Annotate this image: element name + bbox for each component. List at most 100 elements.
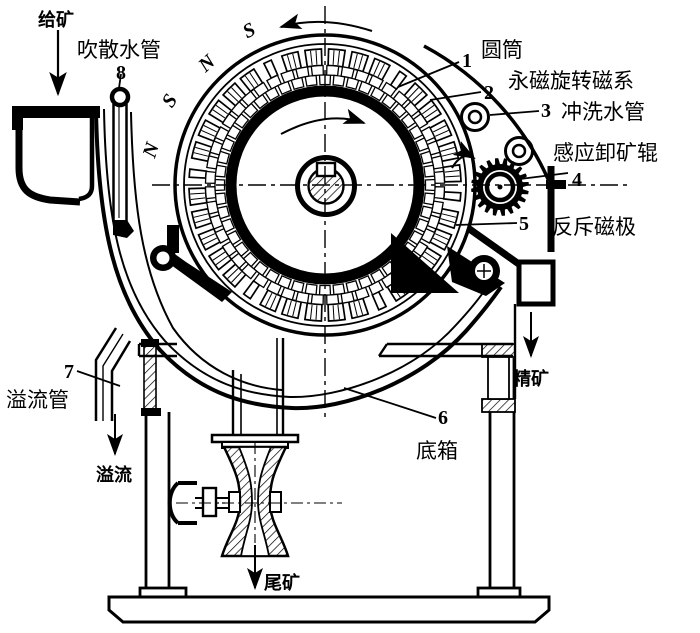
magnet-block: [233, 241, 250, 258]
magnet-hatch-line: [332, 305, 335, 320]
magnet-hatch-line: [231, 271, 242, 283]
wall-centerline-tick: [546, 180, 566, 189]
tailings-label: 尾矿: [264, 572, 300, 593]
magnet-hatch-line: [227, 91, 239, 102]
roller-rotation-arrow: [451, 141, 476, 169]
magnet-block: [214, 164, 227, 178]
magnet-hatch-line: [215, 104, 228, 115]
magnet-hatch-line: [440, 146, 455, 152]
magnet-block: [295, 290, 310, 304]
leader-6: [343, 387, 437, 419]
concentrate-label: 精矿: [513, 368, 549, 389]
magnet-hatch-line: [337, 50, 340, 66]
magnet-hatch-line: [212, 109, 226, 119]
stand: [107, 339, 551, 624]
callout-num-5: 5: [519, 213, 529, 235]
casing-arc: [423, 44, 553, 187]
magnet-hatch-line: [434, 129, 449, 137]
scraper-arm: [167, 252, 232, 302]
hub-ring: [295, 155, 357, 217]
magnet-hatch-line: [358, 300, 364, 315]
flush-pipe-label: 冲洗水管: [561, 100, 645, 124]
leader-7: [76, 370, 121, 387]
callout-num-1: 1: [462, 50, 472, 72]
bottom-box-label: 底箱: [416, 439, 458, 463]
pipe-nozzle: [113, 220, 134, 238]
magnet-block: [226, 230, 242, 246]
valve-handwheel: [167, 481, 197, 525]
magnet-block: [310, 64, 324, 77]
scraper-pivot: [153, 248, 173, 268]
magnet-system-label: 永磁旋转磁系: [508, 69, 634, 93]
cross-member-left: [137, 342, 177, 358]
magnet-block: [423, 192, 436, 206]
tank-outer-wall: [94, 108, 503, 411]
blow-pipe-label: 吹散水管: [77, 38, 161, 62]
hopper-lip: [12, 106, 23, 130]
hopper-left-wall: [15, 128, 81, 206]
magnet-hatch-line: [190, 192, 205, 195]
magnet-hatch-line: [440, 218, 455, 224]
callout-num-8: 8: [116, 62, 126, 84]
magnet-block: [264, 86, 280, 102]
overflow-pipe: [94, 327, 132, 421]
overflow-pipe-label: 溢流管: [6, 388, 69, 412]
pole-letter: N: [194, 49, 221, 77]
magnet-block: [326, 64, 340, 77]
magnet-block: [414, 137, 430, 153]
magnet-block: [423, 164, 436, 178]
magnet-hatch-line: [286, 300, 292, 315]
right-leg-flange: [481, 398, 516, 413]
callout-num-7: 7: [64, 361, 74, 383]
right-side-assembly: [391, 44, 566, 399]
magnet-hatch-line: [195, 146, 210, 152]
pole-letter: S: [158, 90, 183, 111]
magnet-block: [391, 102, 408, 119]
magnet-block: [400, 112, 417, 129]
magnet-hatch-line: [377, 63, 385, 78]
magnet-block: [408, 124, 424, 140]
magnet-block: [188, 187, 208, 207]
magnet-hatch-line: [203, 237, 218, 245]
magnet-block: [188, 168, 208, 179]
magnet-hatch-line: [373, 61, 381, 76]
magnet-block: [433, 170, 446, 184]
cross-member-right: [378, 342, 513, 358]
magnet-block: [370, 268, 386, 284]
magnet-block: [206, 155, 220, 170]
magnet-block: [419, 205, 434, 220]
tank-shell: [94, 108, 503, 437]
magnet-block: [220, 217, 236, 233]
magnet-hatch-line: [201, 233, 216, 241]
magnet-hatch-line: [212, 251, 226, 261]
magnet-hatch-line: [408, 87, 419, 99]
induction-roller-gear: [471, 158, 529, 216]
magnet-block: [233, 112, 250, 129]
magnet-block: [216, 150, 231, 165]
magnet-hatch-line: [358, 55, 364, 70]
magnet-block: [419, 150, 434, 165]
magnet-block: [277, 80, 293, 96]
magnet-hatch-line: [269, 294, 277, 309]
magnet-block: [442, 191, 462, 202]
magnet-block: [310, 293, 324, 306]
magnet-block: [214, 192, 227, 206]
magnet-block: [252, 93, 269, 110]
labels: 给矿 吹散水管 8 圆筒 1 永磁旋转磁系 2 3 冲洗水管 感应卸矿辊 4 5…: [6, 9, 658, 593]
valve-waist-nut: [269, 491, 282, 513]
magnet-block: [304, 283, 318, 296]
magnet-hatch-line: [292, 301, 297, 317]
flush-pipe-section: [460, 102, 490, 132]
magnet-block: [216, 205, 231, 220]
hopper-inner-wall: [78, 118, 95, 202]
magnet-block: [381, 93, 398, 110]
scraper-bracket: [150, 225, 232, 302]
valve-waist-nut: [228, 491, 241, 513]
leader-2: [429, 91, 482, 101]
magnet-hatch-line: [424, 251, 438, 261]
pole-letter: S: [239, 18, 259, 43]
magnet-block: [252, 260, 269, 277]
magnet-hatch-line: [411, 91, 423, 102]
